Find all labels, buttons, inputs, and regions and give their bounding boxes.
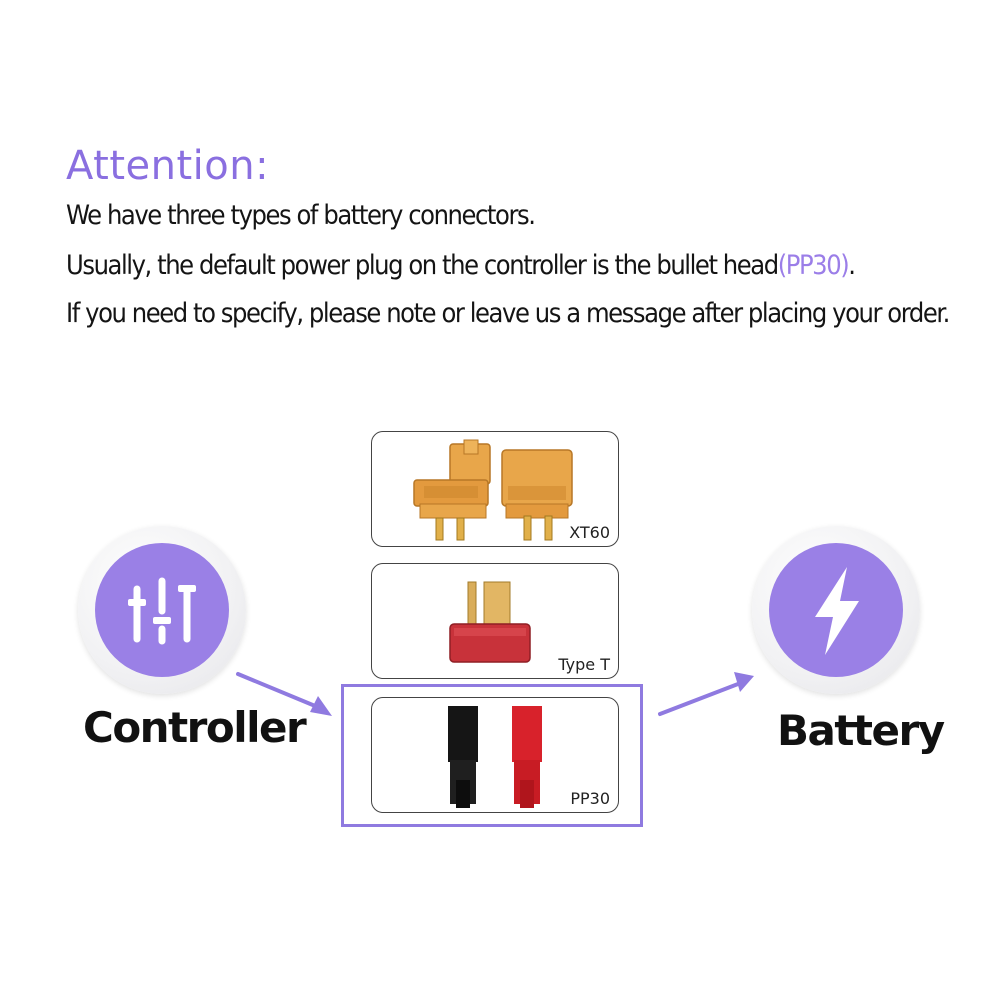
controller-icon-bg: [95, 543, 229, 677]
default-plug-highlight: (PP30): [777, 250, 850, 281]
battery-badge: [752, 526, 920, 694]
lightning-bolt-icon: [815, 567, 859, 655]
default-plug-text: Usually, the default power plug on the c…: [66, 250, 779, 281]
default-plug-period: .: [848, 250, 856, 281]
pp30-connector-icon: [448, 706, 542, 808]
pp30-label: PP30: [570, 789, 610, 808]
controller-to-connector-arrow: [236, 672, 332, 716]
battery-icon-bg: [769, 543, 903, 677]
connector-to-battery-arrow: [658, 672, 754, 716]
xt60-connector-card: XT60: [371, 431, 619, 547]
info-line-default-plug: Usually, the default power plug on the c…: [66, 250, 856, 281]
info-line-specify-note: If you need to specify, please note or l…: [66, 298, 950, 329]
pp30-connector-card: PP30: [371, 697, 619, 813]
battery-label: Battery: [777, 706, 945, 755]
controller-label: Controller: [83, 703, 307, 752]
xt60-connector-icon: [413, 439, 573, 541]
attention-title: Attention:: [66, 143, 270, 189]
xt60-label: XT60: [569, 523, 610, 542]
pp30-selection-frame: [341, 684, 643, 827]
sliders-icon: [128, 577, 196, 645]
type-t-connector-card: Type T: [371, 563, 619, 679]
info-line-connector-types: We have three types of battery connector…: [66, 200, 536, 231]
type-t-label: Type T: [558, 655, 610, 674]
controller-badge: [78, 526, 246, 694]
type-t-connector-icon: [449, 581, 531, 663]
